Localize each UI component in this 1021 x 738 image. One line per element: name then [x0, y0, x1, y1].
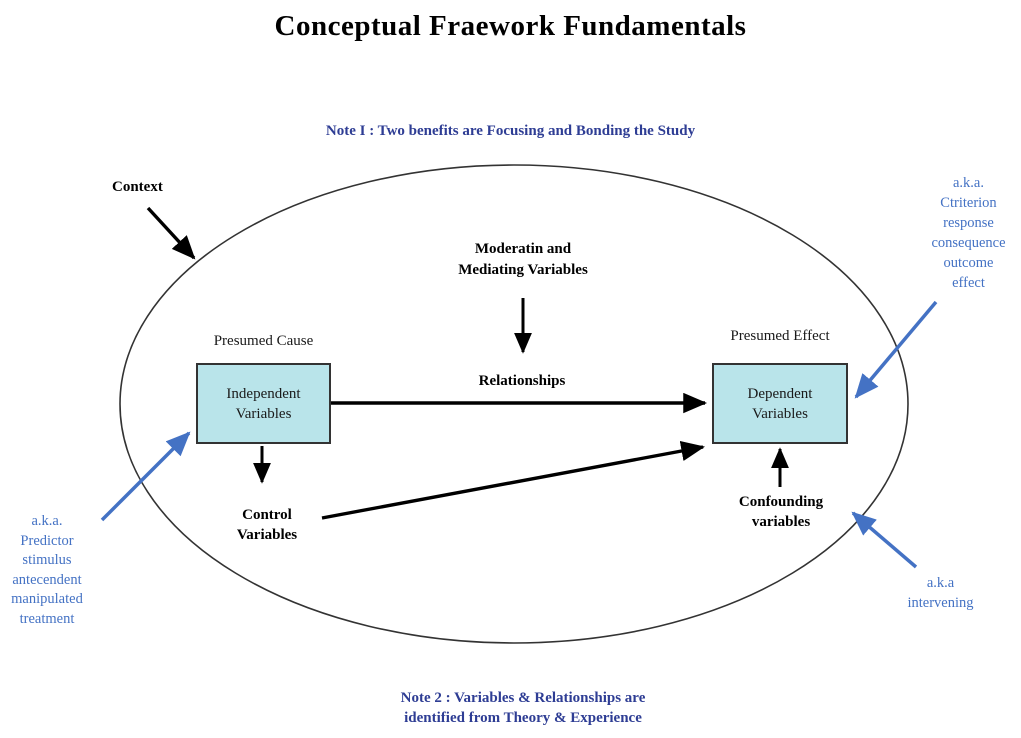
aka-intervening-blue-arrow	[851, 511, 918, 569]
dependent-box-line-1: Dependent	[747, 385, 813, 402]
moderating-mediating-label: Moderatin and Mediating Variables	[428, 239, 618, 281]
independent-box-line-1: Independent	[226, 385, 301, 402]
confounding-line-2: variables	[751, 514, 811, 530]
dependent-box-line-2: Variables	[752, 405, 808, 422]
aka-left-line-3: stimulus	[22, 552, 72, 568]
presumed-cause-label: Presumed Cause	[213, 333, 314, 349]
confounding-variables-label: Confounding variables	[711, 492, 851, 532]
independent-box-line-2: Variables	[235, 405, 292, 422]
aka-right-line-4: consequence	[931, 235, 1006, 251]
independent-variables-box: Independent Variables	[196, 363, 331, 444]
control-variables-label: Control Variables	[202, 505, 332, 545]
aka-predictor-blue-arrow	[100, 431, 191, 522]
context-label: Context	[112, 179, 163, 195]
aka-left-line-5: manipulated	[11, 591, 83, 607]
presumed-effect-label: Presumed Effect	[730, 328, 830, 344]
aka-left-line-2: Predictor	[20, 532, 74, 549]
aka-left-line-4: antecendent	[12, 571, 82, 588]
moderating-line-2: Mediating Variables	[458, 262, 588, 278]
control-line-1: Control	[242, 507, 292, 523]
aka-bottom-line-2: intervening	[907, 595, 974, 611]
aka-left-line-6: treatment	[19, 610, 75, 627]
moderating-line-1: Moderatin and	[474, 241, 572, 257]
page-title: Conceptual Fraework Fundamentals	[274, 10, 747, 42]
aka-right-line-3: response	[943, 215, 994, 231]
aka-intervening-annotation: a.k.a intervening	[888, 573, 993, 613]
confounding-line-1: Confounding	[738, 494, 824, 510]
note-1: Note I : Two benefits are Focusing and B…	[325, 123, 696, 139]
dependent-variables-box: Dependent Variables	[712, 363, 848, 444]
aka-right-line-5: outcome	[943, 255, 994, 271]
control-to-dependent-diagonal-arrow	[321, 440, 706, 520]
aka-predictor-annotation: a.k.a. Predictor stimulus antecendent ma…	[0, 512, 94, 629]
framework-boundary-ellipse	[119, 164, 909, 644]
aka-right-line-1: a.k.a.	[953, 175, 984, 191]
aka-criterion-annotation: a.k.a. Ctriterion response consequence o…	[916, 173, 1021, 293]
control-line-2: Variables	[236, 527, 298, 543]
aka-left-line-1: a.k.a.	[31, 513, 63, 529]
aka-right-line-2: Ctriterion	[940, 195, 997, 211]
note-2-line-1: Note 2 : Variables & Relationships are	[400, 690, 646, 706]
context-arrow	[146, 206, 196, 260]
note-2: Note 2 : Variables & Relationships are i…	[323, 688, 723, 728]
aka-bottom-line-1: a.k.a	[926, 575, 955, 591]
relationships-label: Relationships	[478, 373, 566, 389]
aka-criterion-blue-arrow	[854, 300, 938, 399]
note-2-line-2: identified from Theory & Experience	[404, 710, 642, 726]
aka-right-line-6: effect	[952, 275, 985, 291]
